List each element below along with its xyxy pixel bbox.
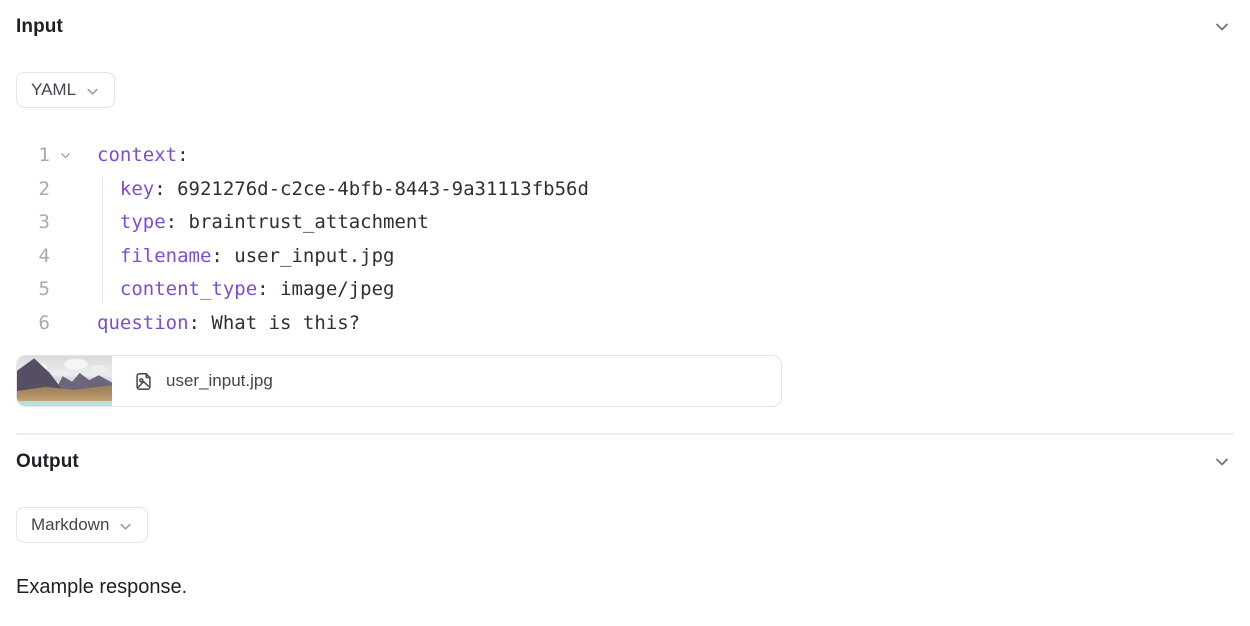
line-number: 3 <box>38 211 50 233</box>
fold-slot <box>50 273 80 307</box>
code-line-content: key: 6921276d-c2ce-4bfb-8443-9a31113fb56… <box>119 177 589 200</box>
code-line: 4 filename: user_input.jpg <box>16 240 1234 274</box>
indent-guide <box>102 176 103 304</box>
line-number: 1 <box>38 144 50 166</box>
input-section-title: Input <box>16 16 63 37</box>
line-number: 4 <box>38 244 50 267</box>
thumbnail-lake <box>17 400 112 406</box>
section-divider <box>16 433 1234 435</box>
line-number: 6 <box>38 311 50 334</box>
output-format-dropdown[interactable]: Markdown <box>16 507 149 543</box>
thumbnail-hills <box>17 385 112 402</box>
input-collapse-chevron-icon[interactable] <box>1210 15 1234 39</box>
chevron-down-icon <box>85 84 100 99</box>
line-number: 2 <box>38 177 50 200</box>
output-section-header: Output <box>16 449 1234 475</box>
code-line-content: context: <box>97 144 189 166</box>
input-format-dropdown[interactable]: YAML <box>16 72 116 108</box>
file-image-icon <box>133 371 154 392</box>
line-number: 5 <box>38 278 50 300</box>
code-line: 3 type: braintrust_attachment <box>16 206 1234 240</box>
code-line-content: content_type: image/jpeg <box>119 278 395 300</box>
attachment-thumbnail[interactable] <box>17 356 112 406</box>
code-lines: 1 context: 2 key: 6921276d-c2ce-4bfb-8443-… <box>16 139 1234 340</box>
input-section-header: Input <box>16 14 1234 40</box>
fold-slot <box>50 240 80 274</box>
attachment-row[interactable]: user_input.jpg <box>16 355 782 407</box>
code-line-content: type: braintrust_attachment <box>119 211 429 233</box>
attachment-filename: user_input.jpg <box>166 371 273 390</box>
output-response-text: Example response. <box>16 576 188 598</box>
fold-slot <box>50 173 80 207</box>
input-format-label: YAML <box>31 80 77 99</box>
chevron-down-icon <box>118 519 133 534</box>
fold-slot <box>50 307 80 341</box>
output-collapse-chevron-icon[interactable] <box>1210 450 1234 474</box>
output-format-label: Markdown <box>31 515 110 534</box>
code-line: 5 content_type: image/jpeg <box>16 273 1234 307</box>
yaml-code-editor: 1 context: 2 key: 6921276d-c2ce-4bfb-8443-… <box>16 139 1234 340</box>
fold-chevron-icon[interactable] <box>50 139 80 173</box>
fold-slot <box>50 206 80 240</box>
code-line: 1 context: <box>16 139 1234 173</box>
output-section-title: Output <box>16 451 79 472</box>
code-line: 2 key: 6921276d-c2ce-4bfb-8443-9a31113fb… <box>16 173 1234 207</box>
code-line-content: question: What is this? <box>97 311 361 334</box>
code-line-content: filename: user_input.jpg <box>119 244 395 267</box>
code-line: 6 question: What is this? <box>16 307 1234 341</box>
